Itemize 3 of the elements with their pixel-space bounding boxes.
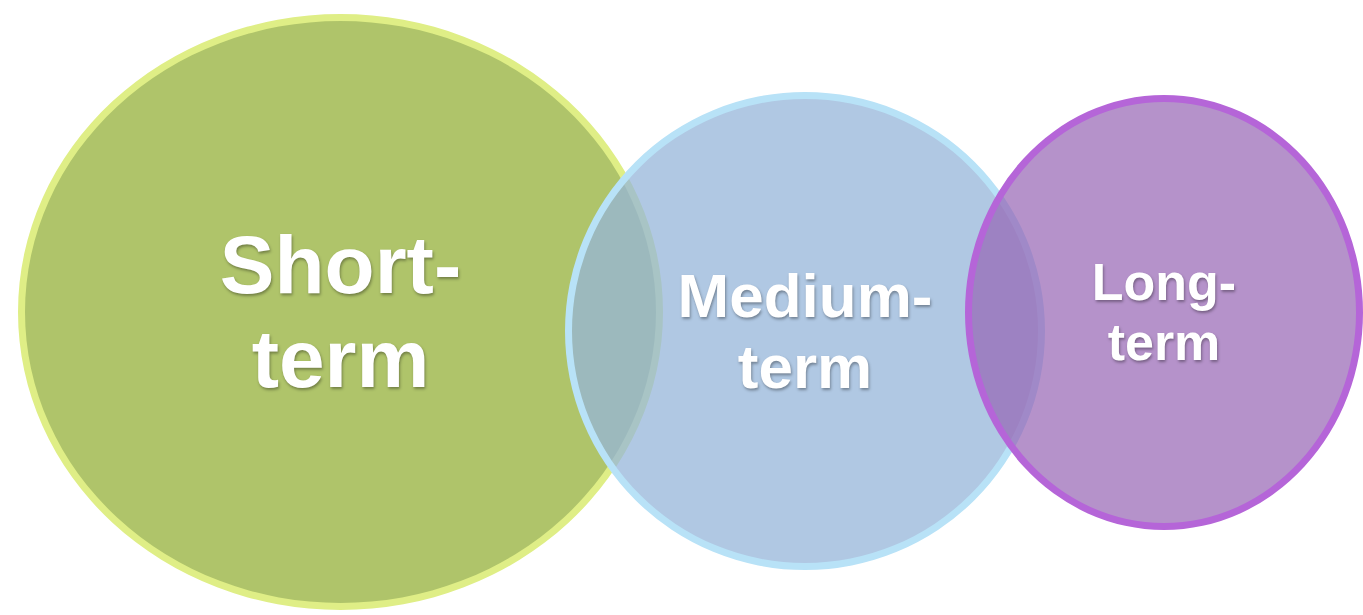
circle-label: Medium- term — [676, 259, 934, 403]
circle-label: Short- term — [218, 217, 463, 406]
circle-label: Long- term — [1090, 252, 1238, 373]
